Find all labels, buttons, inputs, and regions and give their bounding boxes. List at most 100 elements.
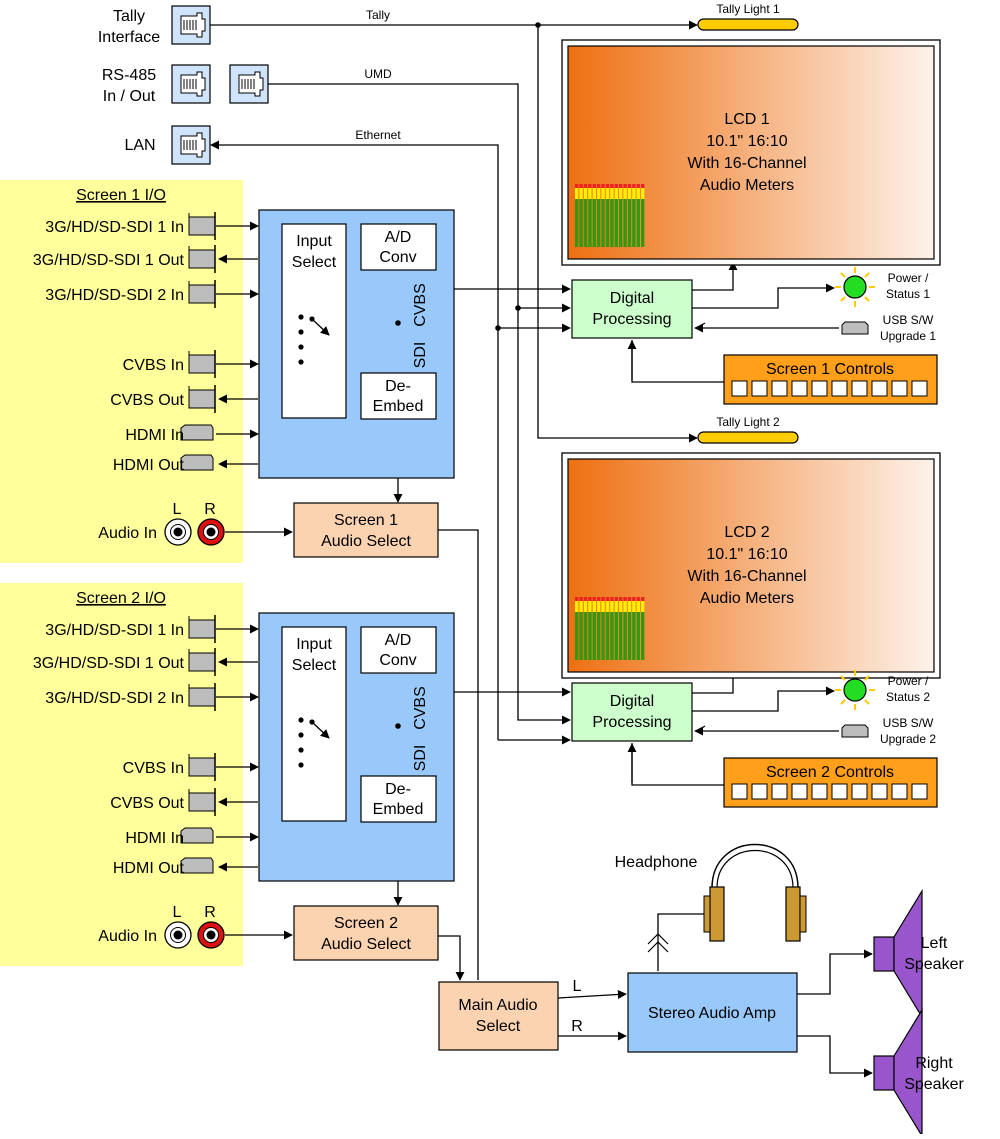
right-speaker-text-line-2: Speaker [904,1076,964,1093]
screen2-de-embed-text-line-2: Embed [373,801,424,818]
screen1-controls-key[interactable] [891,380,908,397]
screen2-controls-key[interactable] [791,783,808,800]
lan-label: LAN [124,137,155,154]
screen1-label-sdi1-out: 3G/HD/SD-SDI 1 Out [33,252,185,269]
screen2-label-sdi2-in: 3G/HD/SD-SDI 2 In [45,690,184,707]
screen2-connector-cvbs-out [188,788,216,816]
screen1-digital-processing-text-line-2: Processing [592,311,671,328]
wire-screen2-audio-to-main [438,935,465,981]
screen2-io-title: Screen 2 I/O [76,590,166,607]
screen2-wire-dp-to-led [692,686,835,712]
screen2-label-sdi1-out: 3G/HD/SD-SDI 1 Out [33,655,185,672]
screen2-connector-sdi1-in [188,615,216,643]
screen1-audio-select-text-line-2: Audio Select [321,533,411,550]
lcd1-text-line-2: 10.1" 16:10 [706,133,787,150]
screen1-audio-right-label: R [204,501,216,518]
wire-amp-to-left-speaker [797,949,873,995]
tally-wire-label: Tally [366,8,390,22]
ethernet-junction [495,325,501,331]
screen1-de-embed-text-line-1: De- [385,378,411,395]
screen2-audio-right-label: R [204,904,216,921]
screen1-connector-cvbs-out [188,385,216,413]
screen1-controls-key[interactable] [751,380,768,397]
screen1-controls-label: Screen 1 Controls [766,361,894,378]
right-speaker-text-line-1: Right [915,1055,953,1072]
main-audio-select-text-line-1: Main Audio [458,997,537,1014]
screen2-usb-text-line-1: USB S/W [883,716,934,730]
screen2-connector-sdi2-in [188,683,216,711]
ethernet-wire-label: Ethernet [355,128,401,142]
screen2-bus-junction [395,723,401,729]
screen2-digital-processing-text-line-2: Processing [592,714,671,731]
screen1-cvbs-label: CVBS [412,283,429,327]
screen2-audio-in-label: Audio In [98,928,157,945]
screen2-controls-key[interactable] [911,783,928,800]
screen2-rca-left [164,921,192,949]
left-channel-label: L [573,978,582,995]
tally-light-1 [697,18,799,31]
screen2-controls-key[interactable] [871,783,888,800]
screen2-input-switch-icon [298,717,330,768]
screen2-status-led [835,670,875,710]
screen2-label-sdi1-in: 3G/HD/SD-SDI 1 In [45,622,184,639]
screen2-controls-key[interactable] [771,783,788,800]
lan-rj45-port [171,125,211,165]
screen1-connector-sdi2-in [188,280,216,308]
screen2-controls-key[interactable] [731,783,748,800]
screen2-sdi-label: SDI [412,745,429,772]
screen1-status-led [835,267,875,307]
screen2-wire-controls-to-dp [631,743,724,786]
screen2-controls-key[interactable] [751,783,768,800]
screen2-controls-key[interactable] [831,783,848,800]
screen1-wire-dp-to-led [692,283,835,309]
tally-interface-label-line-1: Tally [113,8,145,25]
screen2-controls-key[interactable] [811,783,828,800]
screen1-controls-key[interactable] [911,380,928,397]
screen1-io-title: Screen 1 I/O [76,187,166,204]
screen1-controls-key[interactable] [771,380,788,397]
screen1-connector-hdmi-out [180,454,214,471]
screen1-rca-right [197,518,225,546]
screen1-connector-sdi1-out [188,245,216,273]
left-speaker-icon [873,888,923,1020]
lcd2-screen [567,458,935,673]
screen2-de-embed-text-line-1: De- [385,781,411,798]
screen2-ad-conv-text-line-1: A/D [385,632,412,649]
screen1-controls-key[interactable] [731,380,748,397]
lcd1-text-line-3: With 16-Channel [687,155,806,172]
rs485-rj45-port-1 [171,64,211,104]
screen1-audio-select-box [293,502,439,558]
screen2-rca-right [197,921,225,949]
screen1-wire-controls-to-dp [631,340,724,383]
screen1-label-sdi2-in: 3G/HD/SD-SDI 2 In [45,287,184,304]
screen1-ad-conv-text-line-1: A/D [385,229,412,246]
screen1-controls-key[interactable] [811,380,828,397]
rs485-label-line-2: In / Out [103,88,156,105]
tally-junction [535,22,541,28]
screen1-label-cvbs-in: CVBS In [123,357,184,374]
screen1-label-cvbs-out: CVBS Out [110,392,184,409]
main-audio-select-text-line-2: Select [476,1018,521,1035]
screen1-connector-cvbs-in [188,350,216,378]
screen1-controls-key[interactable] [831,380,848,397]
screen1-input-select-text-line-2: Select [292,254,337,271]
screen2-audio-select-text-line-1: Screen 2 [334,915,398,932]
screen1-bus-junction [395,320,401,326]
screen2-label-hdmi-in: HDMI In [125,830,184,847]
lcd1-audio-meters [575,184,645,247]
screen2-usb-text-line-2: Upgrade 2 [880,732,936,746]
screen2-controls-key[interactable] [891,783,908,800]
headphone-icon [703,843,807,942]
screen1-controls-key[interactable] [791,380,808,397]
screen1-audio-select-text-line-1: Screen 1 [334,512,398,529]
screen1-power-status-text-line-2: Status 1 [886,287,930,301]
screen2-input-select-text-line-2: Select [292,657,337,674]
ethernet-wire [210,140,499,740]
screen1-controls-key[interactable] [851,380,868,397]
screen2-digital-processing-box [571,682,693,742]
screen2-controls-key[interactable] [851,783,868,800]
screen1-label-sdi1-in: 3G/HD/SD-SDI 1 In [45,219,184,236]
screen1-digital-processing-text-line-1: Digital [610,290,654,307]
screen1-controls-key[interactable] [871,380,888,397]
